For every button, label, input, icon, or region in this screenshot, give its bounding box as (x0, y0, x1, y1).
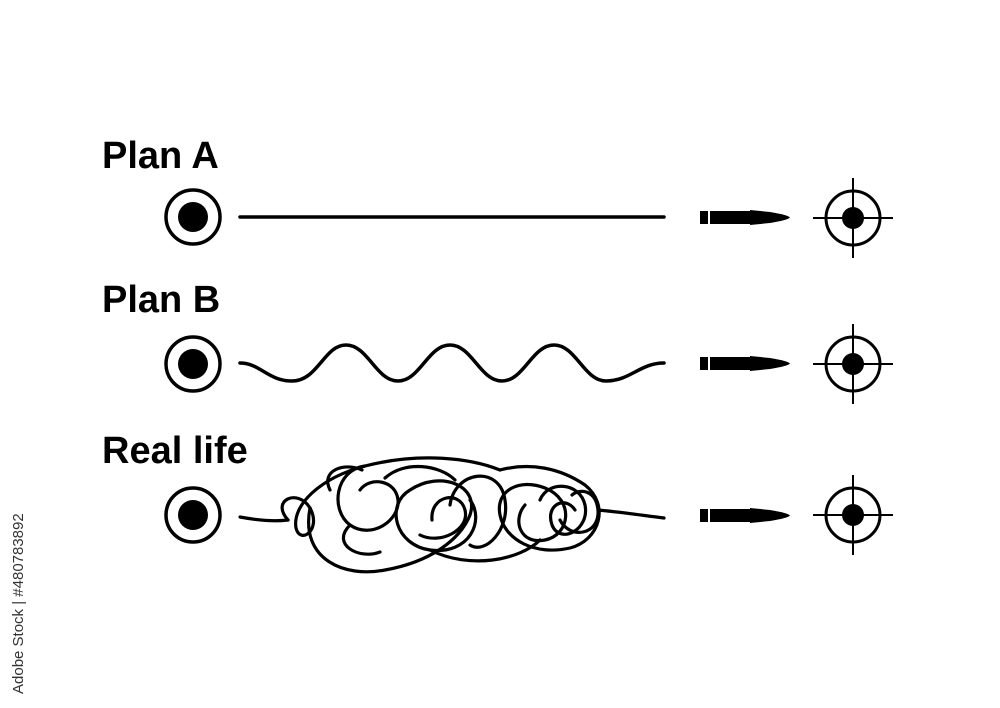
row-label-real-life: Real life (102, 430, 248, 472)
crosshair-icon (813, 324, 893, 404)
row-plan-a: Plan A (102, 135, 893, 258)
row-label-plan-b: Plan B (102, 279, 220, 321)
bullet-icon (700, 210, 790, 225)
dot-circle-icon (164, 188, 222, 246)
stock-watermark: Adobe Stock | #480783892 (10, 513, 27, 694)
row-label-plan-a: Plan A (102, 135, 219, 177)
crosshair-icon (813, 178, 893, 258)
watermark-text: Adobe Stock | #480783892 (10, 513, 27, 694)
row-plan-b: Plan B (102, 279, 893, 404)
wave-path (238, 343, 666, 383)
crosshair-icon (813, 475, 893, 555)
row-real-life: Real life (102, 430, 893, 574)
tangled-path (238, 456, 666, 574)
bullet-icon (700, 508, 790, 523)
dot-circle-icon (164, 486, 222, 544)
dot-circle-icon (164, 335, 222, 393)
bullet-icon (700, 356, 790, 371)
